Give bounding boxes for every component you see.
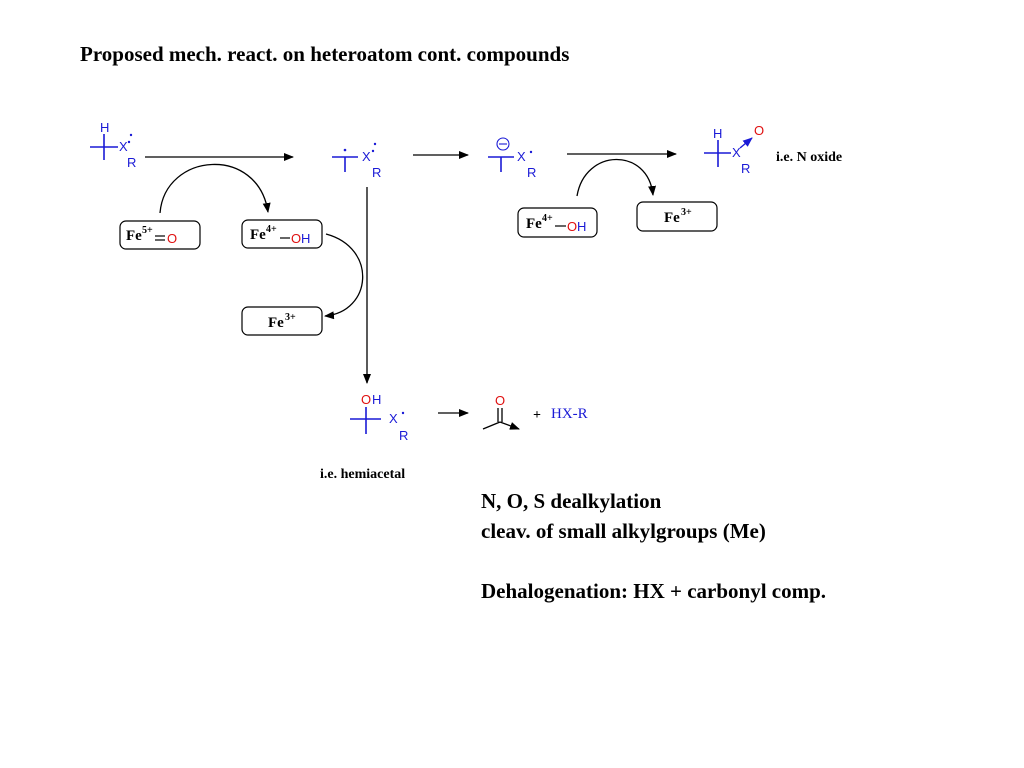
svg-text:Fe: Fe [268, 315, 284, 331]
note-dehalogenation: Dehalogenation: HX + carbonyl comp. [481, 579, 827, 603]
note-spacer [481, 546, 826, 576]
svg-text:R: R [741, 161, 750, 176]
svg-text:O: O [291, 231, 301, 246]
fe4-hydroxo-box-right: Fe 4+ O H [517, 207, 598, 238]
page-title: Proposed mech. react. on heteroatom cont… [80, 42, 570, 66]
svg-text:X: X [389, 411, 398, 426]
fe3-box-left: Fe 3+ [241, 306, 323, 336]
svg-text:X: X [517, 149, 526, 164]
hx-r-product: HX-R [551, 406, 588, 422]
r-group: R [127, 155, 136, 170]
svg-text:O: O [495, 393, 505, 408]
svg-text:R: R [399, 428, 408, 443]
n-oxide-label: i.e. N oxide [776, 150, 842, 165]
svg-text:O: O [167, 231, 177, 246]
note-dealkylation: N, O, S dealkylation [481, 489, 662, 513]
heteroatom-x: X [119, 139, 128, 154]
svg-text:H: H [713, 126, 722, 141]
svg-text:X: X [362, 149, 371, 164]
svg-text:H: H [577, 219, 586, 234]
substrate-structure: H X R [90, 120, 136, 170]
svg-text:O: O [754, 123, 764, 138]
svg-text:R: R [372, 165, 381, 180]
svg-text:H: H [372, 392, 381, 407]
summary-notes: N, O, S dealkylation cleav. of small alk… [481, 486, 826, 606]
fe5-oxo-box: Fe 5+ O [119, 220, 201, 250]
svg-text:3+: 3+ [285, 312, 296, 323]
hemiacetal-label: i.e. hemiacetal [320, 467, 405, 482]
svg-text:O: O [567, 219, 577, 234]
n-oxide-structure: H X O R [704, 123, 764, 176]
svg-text:R: R [527, 165, 536, 180]
svg-text:3+: 3+ [681, 207, 692, 218]
fe3-box-right: Fe 3+ [636, 201, 718, 232]
svg-text:Fe: Fe [526, 216, 542, 232]
carbanion-structure: X R [488, 137, 536, 180]
hydrogen-atom: H [100, 120, 109, 135]
curved-arrow-fe4-to-fe3-right [576, 159, 657, 197]
hemiacetal-structure: O H X R [350, 392, 408, 443]
curved-arrow-fe4-to-fe3 [324, 233, 364, 320]
svg-text:H: H [301, 231, 310, 246]
plus-sign: + [533, 408, 541, 423]
svg-text:5+: 5+ [142, 225, 153, 236]
svg-text:Fe: Fe [250, 227, 266, 243]
note-cleavage: cleav. of small alkylgroups (Me) [481, 519, 766, 543]
svg-text:Fe: Fe [126, 228, 142, 244]
radical-structure: X R [332, 142, 381, 180]
svg-text:Fe: Fe [664, 210, 680, 226]
svg-text:O: O [361, 392, 371, 407]
fe4-hydroxo-box: Fe 4+ O H [241, 219, 323, 249]
svg-text:4+: 4+ [266, 224, 277, 235]
carbonyl-product: O [482, 393, 520, 430]
svg-text:4+: 4+ [542, 213, 553, 224]
svg-text:X: X [732, 145, 741, 160]
curved-arrow-fe5-to-fe4 [159, 163, 271, 214]
